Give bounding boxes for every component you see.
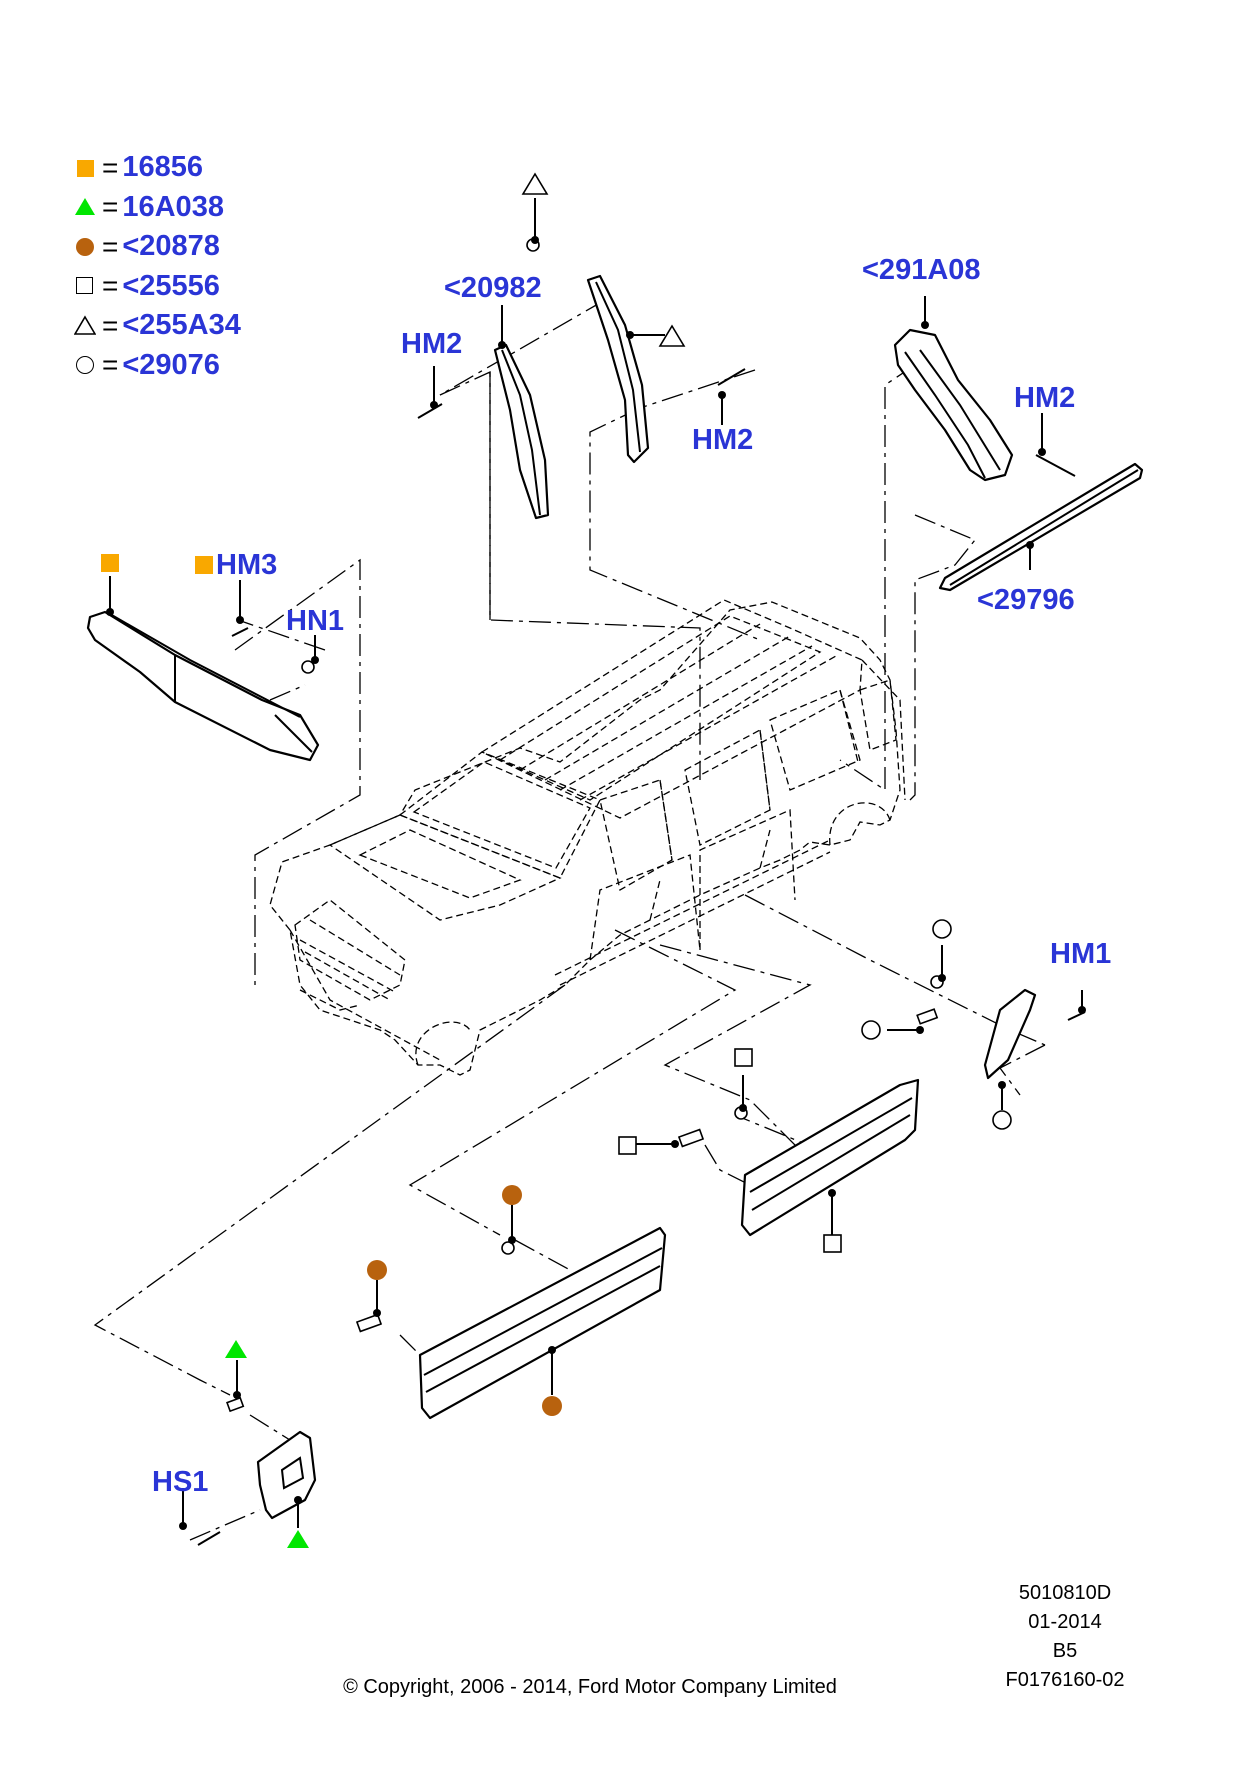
open-triangle-symbol: [658, 324, 686, 347]
legend-equals: =: [102, 191, 119, 223]
label-hs1: HS1: [152, 1466, 209, 1498]
legend-row: = 16856: [74, 148, 241, 188]
callout-leaders: [106, 198, 1086, 1530]
label-hm2-left: HM2: [401, 328, 463, 360]
legend-row: = <255A34: [73, 306, 241, 346]
legend-code: <20878: [122, 230, 220, 263]
open-triangle-icon: [73, 315, 97, 337]
drawing-date: 01-2014: [1028, 1611, 1102, 1633]
green-triangle-icon: [74, 196, 96, 218]
green-triangle-symbol: [225, 1340, 247, 1358]
label-hm2-right: HM2: [1014, 382, 1076, 414]
copyright-notice: © Copyright, 2006 - 2014, Ford Motor Com…: [343, 1676, 837, 1698]
label-hm2-center: HM2: [692, 424, 754, 456]
quarter-trim-291A08: [893, 328, 1014, 482]
legend-code: <29076: [122, 348, 220, 381]
open-triangle-symbol: [521, 172, 549, 195]
rear-door-cladding: [740, 1078, 920, 1237]
wheel-arch-trim-rear: [983, 988, 1037, 1080]
front-fender-molding: [86, 610, 320, 762]
legend-row: = <29076: [74, 346, 241, 386]
open-square-symbol: [734, 1048, 753, 1067]
open-circle-symbol: [861, 1020, 881, 1040]
legend-code: 16856: [122, 151, 204, 184]
open-square-icon: [74, 275, 96, 297]
label-20982: <20982: [444, 272, 542, 304]
installation-lines: [93, 299, 1046, 1541]
legend-code: 16A038: [122, 190, 224, 223]
legend-row: = <25556: [74, 267, 241, 307]
open-square-symbol: [618, 1136, 637, 1155]
open-circle-icon: [74, 354, 96, 376]
strip-29796: [938, 462, 1144, 592]
legend-row: = <20878: [74, 227, 241, 267]
legend-row: = 16A038: [74, 188, 241, 228]
drawing-number: 5010810D: [1018, 1582, 1112, 1604]
legend-equals: =: [102, 230, 119, 262]
front-door-cladding: [418, 1226, 667, 1420]
legend: = 16856 = 16A038 = <20878 = <25556 = <25…: [73, 148, 241, 386]
legend-equals: =: [102, 151, 119, 183]
label-291A08: <291A08: [862, 254, 981, 286]
orange-square-icon: [74, 157, 96, 179]
brown-circle-icon: [74, 236, 96, 258]
orange-square-symbol: [101, 554, 119, 572]
open-square-symbol: [823, 1234, 842, 1253]
label-29796: <29796: [977, 584, 1075, 616]
legend-equals: =: [102, 309, 119, 341]
orange-square-symbol: [195, 556, 213, 574]
drawing-section: B5: [1052, 1640, 1078, 1662]
green-triangle-symbol: [287, 1530, 309, 1548]
callout-symbols: [101, 172, 1012, 1548]
pillar-trim-20982: [493, 343, 550, 520]
vehicle-outline: [269, 599, 906, 1076]
legend-code: <255A34: [122, 309, 241, 342]
open-circle-symbol: [932, 919, 952, 939]
pillar-trim-center: [586, 274, 650, 464]
drawing-reference: F0176160-02: [1005, 1669, 1125, 1691]
legend-equals: =: [102, 270, 119, 302]
wheel-arch-trim-front: [256, 1430, 317, 1520]
open-circle-symbol: [992, 1110, 1012, 1130]
brown-circle-symbol: [502, 1185, 522, 1205]
legend-code: <25556: [122, 269, 220, 302]
label-hm1: HM1: [1050, 938, 1112, 970]
brown-circle-symbol: [367, 1260, 387, 1280]
brown-circle-symbol: [542, 1396, 562, 1416]
legend-equals: =: [102, 349, 119, 381]
label-hn1: HN1: [286, 605, 345, 637]
label-hm3: HM3: [216, 549, 278, 581]
